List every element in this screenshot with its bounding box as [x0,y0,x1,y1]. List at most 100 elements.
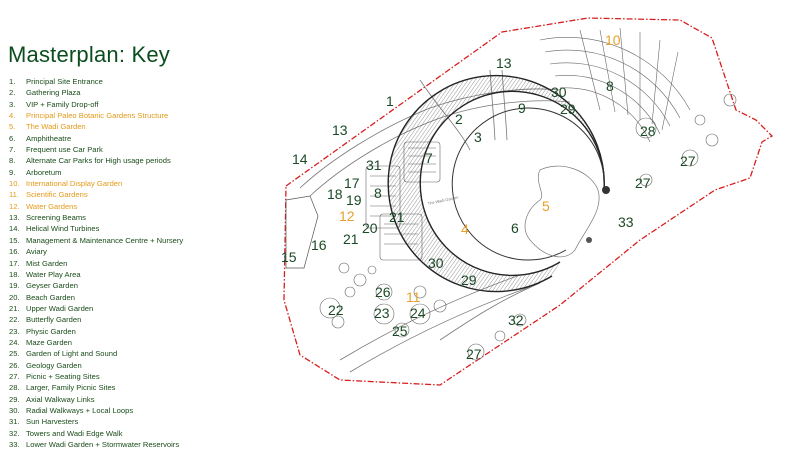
map-label: 8 [606,78,614,94]
map-label: 2 [455,111,463,127]
key-item-number: 17. [9,258,20,268]
key-item-number: 28. [9,383,20,393]
key-item-number: 12. [9,201,20,211]
key-item-text: Geology Garden [26,360,82,370]
key-item-text: Beach Garden [26,292,75,302]
garden-features [319,93,737,361]
key-item: 3.VIP + Family Drop-off [9,99,183,110]
key-item-text: Arboretum [26,167,62,177]
map-label: 4 [461,221,469,237]
key-item-text: The Wadi Garden [26,122,86,132]
key-item-text: Mist Garden [26,258,68,268]
key-item-number: 18. [9,269,20,279]
key-item-number: 4. [9,111,16,121]
key-item-number: 20. [9,292,20,302]
key-item: 17. Mist Garden [9,258,183,269]
map-label: 13 [332,122,348,138]
key-item-number: 2. [9,88,16,98]
key-item: 18. Water Play Area [9,269,183,280]
key-item: 23.Physic Garden [9,326,183,337]
key-item-text: Frequent use Car Park [26,145,103,155]
key-item: 25.Garden of Light and Sound [9,348,183,359]
key-item: 13.Screening Beams [9,212,183,223]
key-item: 12. Water Gardens [9,201,183,212]
map-label: 6 [511,220,519,236]
key-item-text: Sun Harvesters [26,417,79,427]
key-item: 6.Amphitheatre [9,133,183,144]
map-label: 15 [281,249,297,265]
key-item: 26. Geology Garden [9,360,183,371]
key-item-text: Physic Garden [26,326,76,336]
key-item-text: Axial Walkway Links [26,394,95,404]
key-item-number: 14. [9,224,20,234]
key-item-number: 26. [9,360,20,370]
key-item: 1.Principal Site Entrance [9,76,183,87]
wadi-garden-outline[interactable] [524,165,600,258]
map-label: 11 [406,289,421,305]
key-item-text: Scientific Gardens [26,190,88,200]
map-label: 14 [292,151,308,167]
key-item: 14. Helical Wind Turbines [9,223,183,234]
key-item-text: Helical Wind Turbines [26,224,100,234]
key-item: 28.Larger, Family Picnic Sites [9,382,183,393]
key-item-number: 9. [9,167,16,177]
key-item: 11. Scientific Gardens [9,189,183,200]
map-label: 30 [428,255,444,271]
key-item-text: VIP + Family Drop-off [26,99,99,109]
key-item: 8. Alternate Car Parks for High usage per… [9,155,183,166]
management-building[interactable] [285,195,319,269]
key-item-text: Gathering Plaza [26,88,81,98]
key-item-number: 31. [9,417,20,427]
key-item: 9. Arboretum [9,167,183,178]
wadi-garden-note: The Wadi Garden [427,195,459,206]
map-label: 32 [508,312,524,328]
key-item-number: 19. [9,281,20,291]
key-item-number: 32. [9,428,20,438]
key-item-number: 11. [9,190,19,200]
key-item: 19. Geyser Garden [9,280,183,291]
key-item: 30.Radial Walkways + Local Loops [9,405,183,416]
key-item-text: Amphitheatre [26,133,72,143]
key-item-text: Principal Paleo Botanic Gardens Structur… [26,111,169,121]
key-item-text: Butterfly Garden [26,315,82,325]
key-item: 16. Aviary [9,246,183,257]
key-item: 22. Butterfly Garden [9,314,183,325]
paleo-botanic-structure[interactable] [387,74,610,293]
key-item-number: 30. [9,405,20,415]
key-item: 33.Lower Wadi Garden + Stormwater Reserv… [9,439,183,450]
map-label: 21 [343,231,359,247]
key-item-number: 10. [9,179,20,189]
key-item-text: Alternate Car Parks for High usage perio… [26,156,171,166]
map-label: 30 [551,84,567,100]
page-title: Masterplan: Key [8,42,170,67]
map-label: 24 [410,305,426,321]
key-item-number: 15. [9,235,20,245]
map-label: 31 [366,157,382,173]
map-label: 22 [328,302,344,318]
key-item-number: 22. [9,315,20,325]
key-item-text: Picnic + Seating Sites [26,371,100,381]
key-item-number: 25. [9,349,20,359]
map-label: 5 [542,198,550,214]
key-item-text: Geyser Garden [26,281,78,291]
map-label: 26 [375,284,391,300]
map-label: 23 [374,305,390,321]
key-item-text: Water Play Area [26,269,81,279]
site-boundary [283,17,774,386]
map-label: 27 [635,175,651,191]
key-item-number: 8. [9,156,16,166]
key-item-text: Aviary [26,247,47,257]
key-item: 5.The Wadi Garden [9,121,183,132]
map-label: 13 [496,55,512,71]
key-item-number: 27. [9,371,20,381]
map-label: 27 [466,346,482,362]
map-label: 27 [680,153,696,169]
key-item-text: Lower Wadi Garden + Stormwater Reservoir… [26,440,180,449]
key-item-number: 16. [9,247,20,257]
key-item: 24.Maze Garden [9,337,183,348]
map-label: 29 [461,272,477,288]
key-item-text: Water Gardens [26,201,78,211]
map-label: 10 [605,32,621,48]
